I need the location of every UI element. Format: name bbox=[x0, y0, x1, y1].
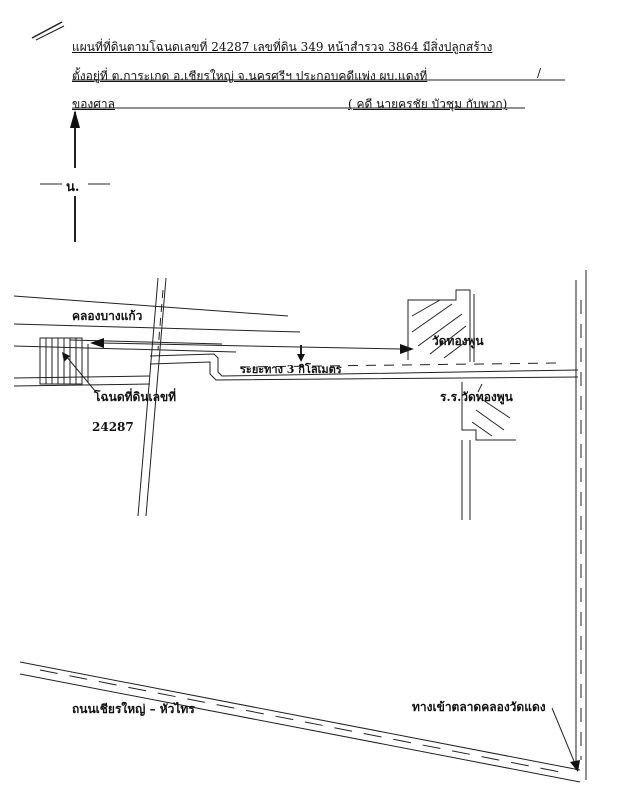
header-line-1: แผนที่ที่ดินตามโฉนดเลขที่ 24287 เลขที่ดิ… bbox=[72, 40, 493, 54]
distance-label: ระยะทาง 3 กิโลเมตร bbox=[240, 363, 342, 376]
school-label: ร.ร.วัดทองพูน bbox=[440, 390, 513, 404]
market-entrance-label: ทางเข้าตลาดคลองวัดแดง bbox=[412, 700, 546, 714]
north-arrow bbox=[40, 110, 110, 242]
canal-label: คลองบางแก้ว bbox=[72, 309, 143, 323]
deed-number: 24287 bbox=[92, 420, 134, 434]
temple-label: วัดทองพูน bbox=[432, 334, 484, 348]
road-label: ถนนเชียรใหญ่ – หัวไทร bbox=[72, 702, 195, 716]
header-line-2-slash: / bbox=[537, 66, 542, 80]
deed-label: โฉนดที่ดินเลขที่ bbox=[94, 390, 177, 404]
north-label: น. bbox=[66, 180, 80, 195]
